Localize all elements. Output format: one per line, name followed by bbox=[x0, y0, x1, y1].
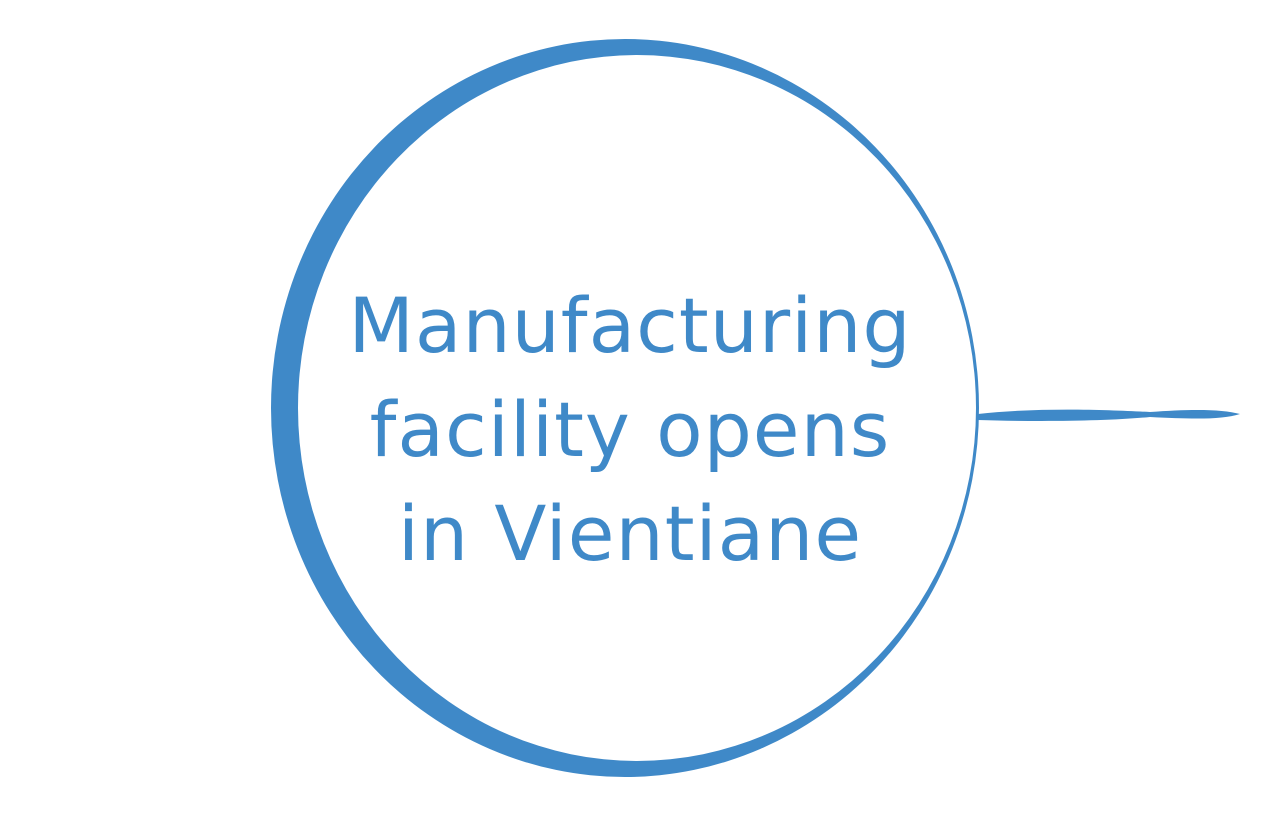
headline-line-3: in Vientiane bbox=[397, 489, 863, 578]
headline-line-2: facility opens bbox=[369, 385, 891, 474]
connector-line bbox=[978, 409, 1240, 421]
headline-line-1: Manufacturing bbox=[348, 281, 912, 370]
headline: Manufacturing facility opens in Vientian… bbox=[330, 280, 930, 580]
